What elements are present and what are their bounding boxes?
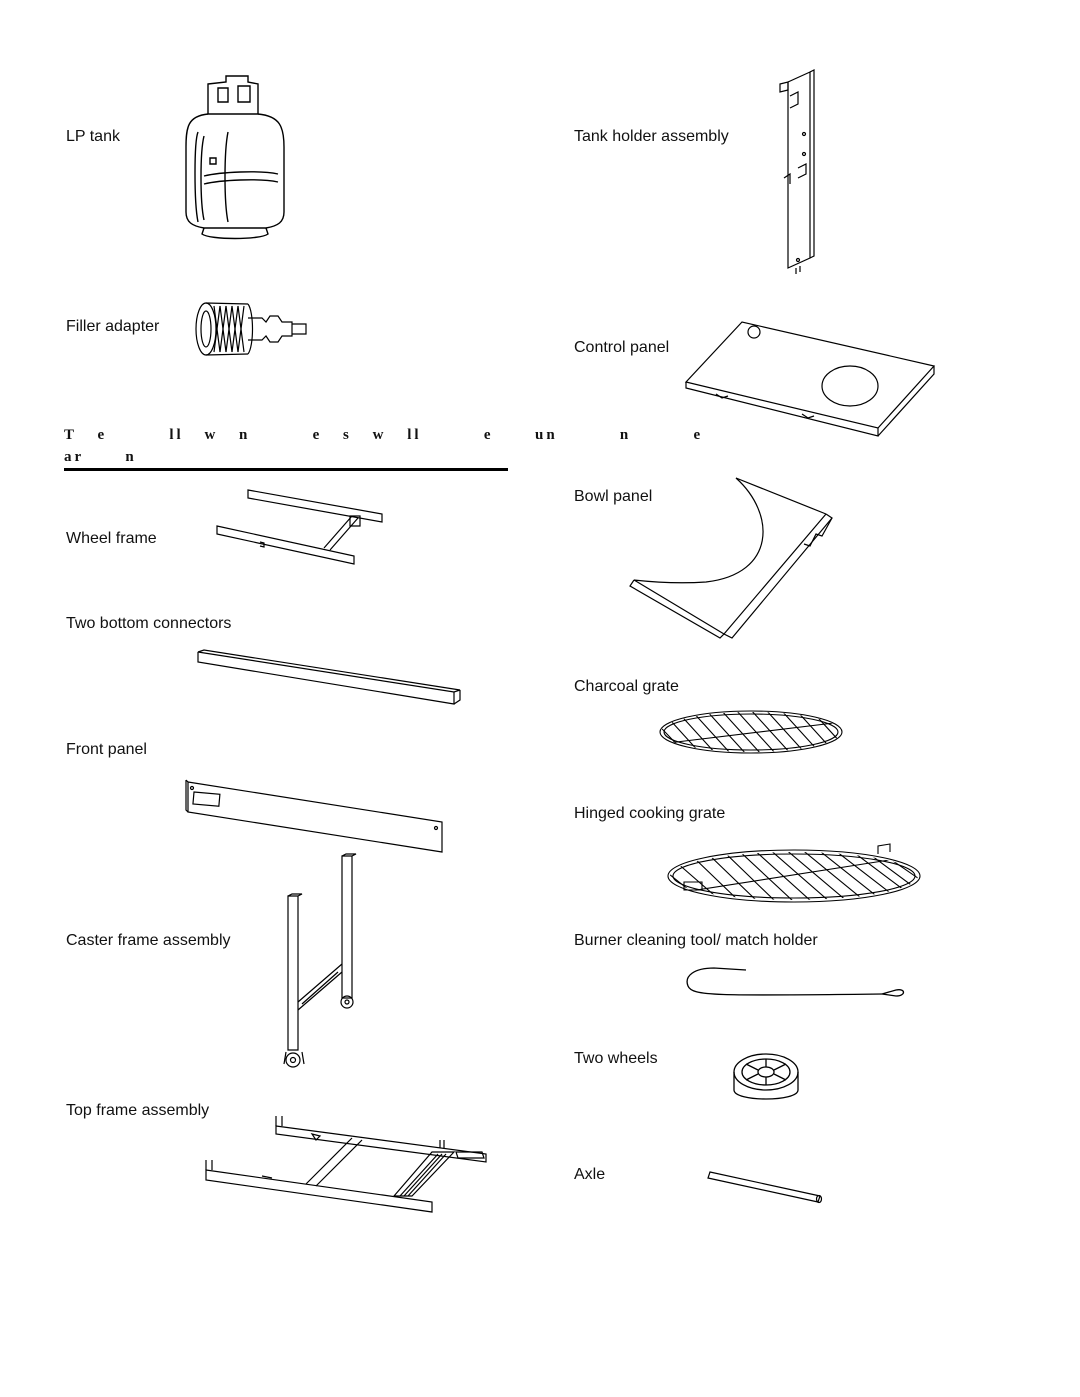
front-panel-illustration — [184, 778, 448, 856]
charcoal-grate-illustration — [656, 708, 846, 756]
wheel-illustration — [732, 1050, 802, 1112]
label-wheel-frame: Wheel frame — [66, 530, 157, 547]
tank-holder-illustration — [776, 68, 820, 274]
wheel-frame-illustration — [214, 486, 389, 576]
label-burner-cleaning-tool: Burner cleaning tool/ match holder — [574, 932, 818, 949]
control-panel-illustration — [682, 318, 938, 440]
bowl-panel-illustration — [626, 474, 838, 640]
label-lp-tank: LP tank — [66, 128, 120, 145]
label-two-bottom-connectors: Two bottom connectors — [66, 615, 232, 632]
label-axle: Axle — [574, 1166, 606, 1183]
burner-cleaning-tool-illustration — [684, 964, 910, 1004]
caster-frame-illustration — [276, 852, 366, 1072]
label-two-wheels: Two wheels — [574, 1050, 658, 1067]
label-bowl-panel: Bowl panel — [574, 488, 653, 505]
label-charcoal-grate: Charcoal grate — [574, 678, 679, 695]
label-front-panel: Front panel — [66, 741, 147, 758]
label-filler-adapter: Filler adapter — [66, 318, 160, 335]
label-caster-frame-assembly: Caster frame assembly — [66, 932, 231, 949]
label-tank-holder-assembly: Tank holder assembly — [574, 128, 729, 145]
section-heading-line1: T e ll w n e s w ll e un n e — [64, 427, 704, 443]
section-heading: T e ll w n e s w ll e un n e ar n — [64, 424, 704, 468]
hinged-cooking-grate-illustration — [664, 840, 928, 906]
section-divider — [64, 468, 508, 471]
bottom-connector-illustration — [196, 648, 464, 708]
filler-adapter-illustration — [192, 298, 312, 360]
label-top-frame-assembly: Top frame assembly — [66, 1102, 210, 1119]
label-hinged-cooking-grate: Hinged cooking grate — [574, 805, 726, 822]
section-heading-line2: ar n — [64, 449, 137, 465]
top-frame-illustration — [202, 1112, 492, 1224]
axle-illustration — [706, 1166, 826, 1206]
lp-tank-illustration — [180, 72, 290, 247]
label-control-panel: Control panel — [574, 339, 670, 356]
